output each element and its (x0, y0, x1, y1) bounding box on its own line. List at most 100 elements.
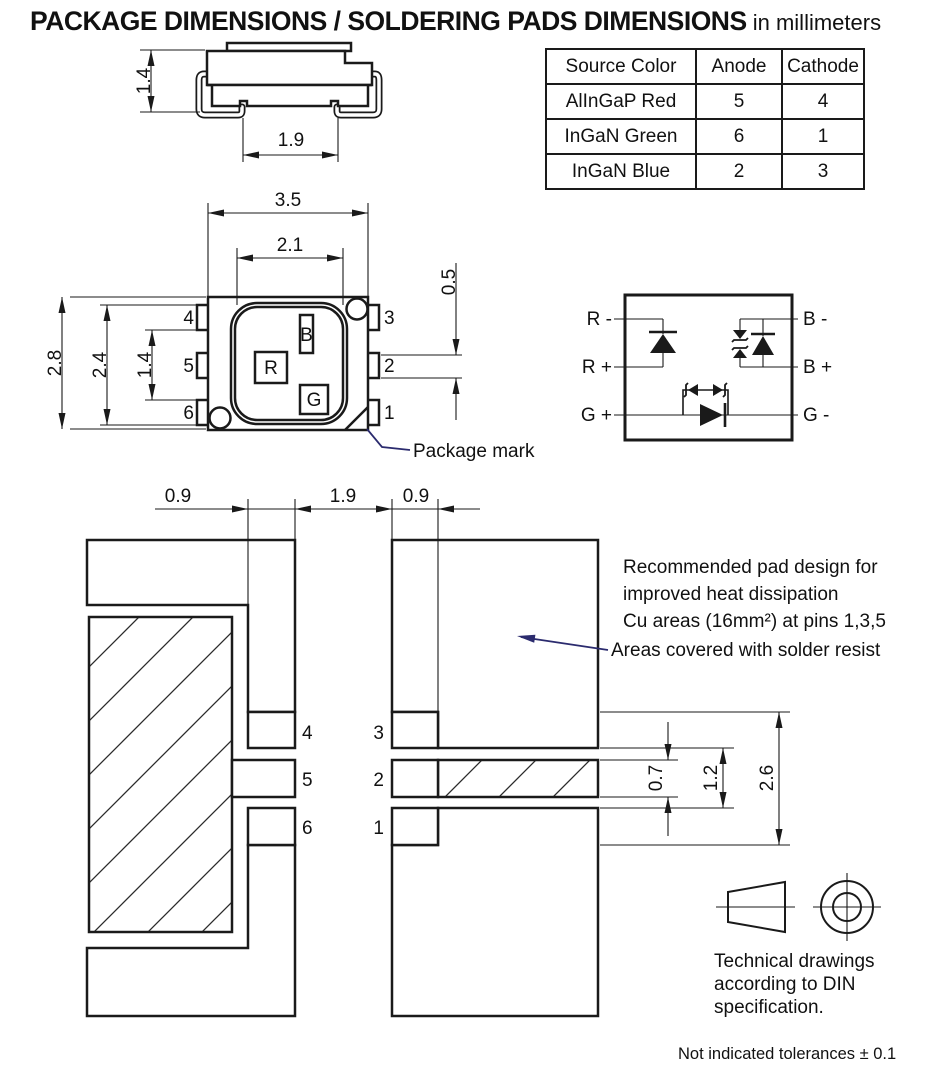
dim-label-pin-inner: 1.4 (135, 351, 156, 378)
blue-led-symbol (751, 319, 775, 367)
pin-assignment-table: Source Color Anode Cathode AlInGaP Red 5… (545, 48, 865, 190)
arrowhead-icon (322, 151, 338, 159)
pad-label-4: 4 (302, 723, 313, 744)
chip-green (298, 383, 330, 416)
package-mark-chamfer (344, 406, 369, 431)
arrowhead-icon (58, 413, 66, 429)
pad-3 (390, 710, 440, 750)
package-body-upper (205, 49, 374, 87)
pin-tabs (195, 303, 381, 427)
arrowhead-icon (243, 151, 259, 159)
pad-label-3: 3 (373, 723, 384, 744)
arrowhead-icon (147, 96, 155, 112)
lead-right-inner (335, 72, 381, 117)
page-title-suffix: in millimeters (746, 10, 882, 35)
green-led-symbol (682, 382, 729, 427)
cell-anode: 6 (695, 118, 783, 155)
solder-resist-leader (520, 636, 609, 651)
arrowhead-icon (438, 505, 454, 513)
tolerance-note: Not indicated tolerances ± 0.1 (678, 1045, 897, 1063)
pin-label-5: 5 (183, 356, 194, 377)
package-mark-label: Package mark (413, 441, 535, 462)
col-header-cathode: Cathode (781, 48, 865, 85)
pad-layout-drawing: 4 5 6 3 2 1 0.9 1.9 0.9 0.7 1.2 (85, 486, 886, 1018)
din-note: Technical drawings according to DIN spec… (714, 951, 875, 1018)
arrowhead-icon (148, 330, 156, 346)
red-led-symbol (649, 319, 677, 367)
package-body-lower (210, 85, 370, 108)
terminal-label-g-minus: G - (803, 405, 829, 426)
table-row: InGaN Green 6 1 (545, 118, 865, 155)
arrowhead-icon (719, 748, 727, 764)
arrowhead-icon (58, 297, 66, 313)
dim-label-lead-span: 1.9 (278, 130, 304, 151)
cell-cathode: 4 (781, 83, 865, 120)
pin-label-3: 3 (384, 308, 395, 329)
col-header-source-color: Source Color (545, 48, 697, 85)
pad-label-2: 2 (373, 770, 384, 791)
cell-anode: 5 (695, 83, 783, 120)
arrowhead-icon (208, 209, 224, 217)
arrowhead-icon (775, 712, 783, 728)
pin-label-2: 2 (384, 356, 395, 377)
dim-label-overall: 2.8 (45, 350, 66, 376)
chip-blue-label: B (300, 325, 313, 346)
chip-red-label: R (264, 358, 278, 379)
cu-area-pin2 (436, 758, 600, 799)
pad-note-line3: Cu areas (16mm²) at pins 1,3,5 (623, 611, 886, 632)
pad-1 (390, 806, 440, 847)
blue-zener-pair-symbol (731, 319, 749, 367)
col-header-anode: Anode (695, 48, 783, 85)
arrowhead-icon (103, 409, 111, 425)
dim-label-pad-right: 0.9 (403, 486, 429, 507)
arrowhead-icon (232, 505, 248, 513)
pad-label-6: 6 (302, 818, 313, 839)
dim-label-outer: 2.6 (757, 765, 778, 791)
pad-6 (246, 806, 297, 847)
cell-color: AlInGaP Red (545, 83, 697, 120)
arrowhead-icon (237, 254, 253, 262)
arrowhead-icon (452, 378, 460, 394)
terminal-label-b-plus: B + (803, 357, 832, 378)
pad-note-line2: improved heat dissipation (623, 584, 838, 605)
arrowhead-icon (775, 829, 783, 845)
dim-label-width: 3.5 (275, 190, 301, 211)
leader-arrowhead-icon (517, 634, 536, 643)
chip-blue (298, 313, 315, 355)
dim-label-inner: 1.2 (701, 765, 722, 791)
arrowhead-icon (295, 505, 311, 513)
table-header-row: Source Color Anode Cathode (545, 48, 865, 85)
arrowhead-icon (148, 384, 156, 400)
pad-label-5: 5 (302, 770, 313, 791)
side-view-drawing: 1.4 1.9 (134, 41, 383, 162)
fiducial-circle (345, 297, 369, 321)
arrowhead-icon (664, 744, 672, 760)
pad-note-line1: Recommended pad design for (623, 557, 878, 578)
arrowhead-icon (719, 792, 727, 808)
page-title: PACKAGE DIMENSIONS / SOLDERING PADS DIME… (30, 6, 881, 37)
terminal-label-r-minus: R - (587, 309, 612, 330)
dim-label-cavity: 2.1 (277, 235, 303, 256)
dim-label-gap: 1.9 (330, 486, 356, 507)
page-title-main: PACKAGE DIMENSIONS / SOLDERING PADS DIME… (30, 6, 747, 36)
cell-cathode: 1 (781, 118, 865, 155)
package-mark-leader (366, 428, 411, 451)
dim-label-pin-height: 0.5 (439, 269, 460, 295)
table-row: InGaN Blue 2 3 (545, 153, 865, 190)
cell-anode: 2 (695, 153, 783, 190)
pin-label-4: 4 (183, 308, 194, 329)
pad-4 (246, 710, 297, 750)
arrowhead-icon (376, 505, 392, 513)
fiducial-circle (208, 406, 232, 430)
cu-area-pin5 (87, 615, 234, 934)
arrowhead-icon (327, 254, 343, 262)
cell-color: InGaN Blue (545, 153, 697, 190)
lead-left-inner (197, 72, 244, 117)
terminal-label-b-minus: B - (803, 309, 827, 330)
terminal-label-g-plus: G + (581, 405, 612, 426)
pin-label-6: 6 (183, 403, 194, 424)
arrowhead-icon (147, 50, 155, 66)
table-row: AlInGaP Red 5 4 (545, 83, 865, 120)
chip-red (253, 350, 289, 385)
arrowhead-icon (103, 305, 111, 321)
